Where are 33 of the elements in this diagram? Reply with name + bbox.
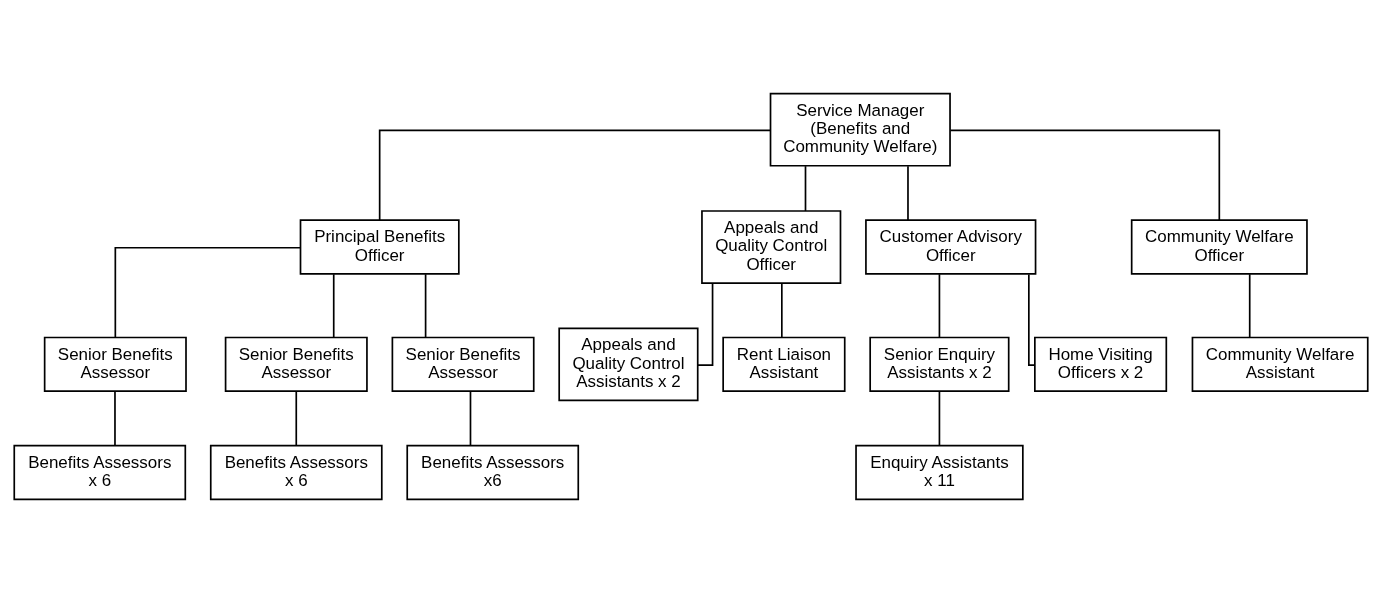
- connector: [1028, 273, 1036, 366]
- node-box: Senior Benefits Assessor: [224, 336, 368, 393]
- node-box: Benefits Assessors x6: [406, 444, 580, 501]
- connector: [907, 165, 909, 221]
- node-box: Home Visiting Officers x 2: [1034, 336, 1168, 393]
- node-box: Senior Benefits Assessor: [43, 336, 187, 393]
- node-box: Service Manager (Benefits and Community Welfare): [769, 92, 951, 167]
- connector: [780, 282, 783, 339]
- node-box: Appeals and Quality Control Assistants x 2: [558, 327, 699, 402]
- connector: [938, 390, 941, 447]
- node-box: Senior Benefits Assessor: [391, 336, 535, 393]
- connector: [114, 390, 116, 447]
- connector: [332, 273, 335, 339]
- connector: [424, 273, 427, 339]
- connector: [938, 273, 941, 339]
- connector: [697, 282, 714, 366]
- connector: [295, 390, 298, 447]
- node-box: Enquiry Assistants x 11: [855, 444, 1024, 501]
- node-box: Community Welfare Assistant: [1191, 336, 1369, 393]
- node-box: Community Welfare Officer: [1130, 219, 1308, 275]
- node-box: Benefits Assessors x 6: [209, 444, 383, 501]
- node-box: Customer Advisory Officer: [865, 219, 1037, 275]
- connector: [114, 246, 302, 339]
- node-box: Appeals and Quality Control Officer: [701, 210, 842, 284]
- node-box: Senior Enquiry Assistants x 2: [869, 336, 1010, 393]
- node-box: Principal Benefits Officer: [299, 219, 460, 275]
- connector: [1248, 273, 1251, 339]
- connector: [378, 129, 772, 221]
- connector: [469, 390, 472, 447]
- connector: [804, 165, 807, 212]
- connector: [949, 129, 1221, 221]
- node-box: Rent Liaison Assistant: [722, 336, 846, 393]
- node-box: Benefits Assessors x 6: [13, 444, 187, 501]
